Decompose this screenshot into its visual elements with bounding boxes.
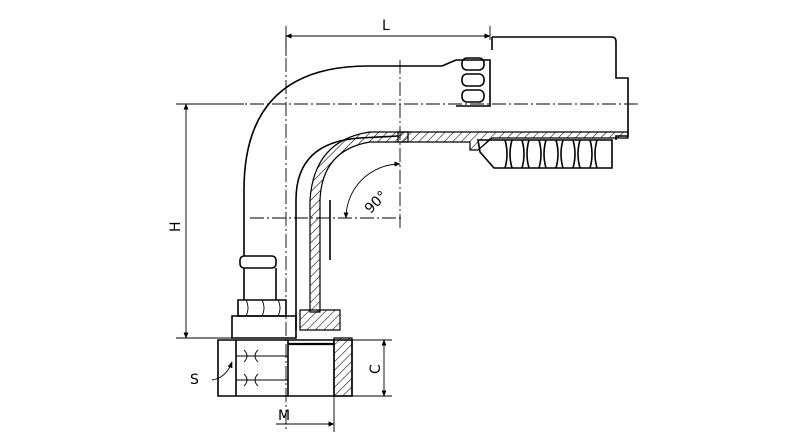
- label-h: H: [168, 221, 184, 232]
- label-s: S: [190, 372, 199, 388]
- label-l: L: [382, 18, 390, 34]
- label-m: M: [278, 408, 290, 424]
- dimension-m: M: [276, 396, 335, 432]
- neck-collar: [231, 222, 297, 339]
- dimension-l: L: [285, 18, 491, 56]
- hex-nut: [217, 309, 353, 397]
- angle-90: 90°: [343, 161, 401, 219]
- bent-tube: [243, 65, 442, 330]
- dimension-c: C: [352, 339, 392, 397]
- dimension-h: H: [168, 103, 244, 339]
- label-c: C: [368, 364, 384, 374]
- crimp-teeth: [504, 139, 598, 169]
- dimension-s: S: [190, 361, 233, 388]
- label-angle: 90°: [362, 188, 391, 217]
- centerlines: [184, 36, 640, 430]
- hose-ferrule: [397, 36, 629, 169]
